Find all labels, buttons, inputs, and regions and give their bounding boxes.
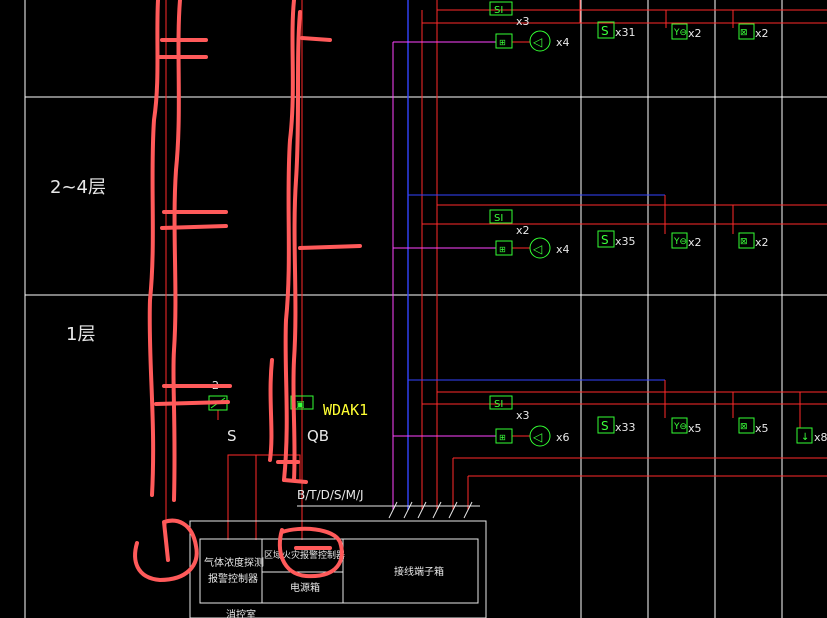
row-3-devices: SI x3 ⊞ ◁ x6 S x33 Y⊖ x5 ⊠ x5 ↓ x8 bbox=[489, 395, 827, 447]
control-room-label: 消控室 bbox=[226, 608, 256, 618]
speaker-icon bbox=[529, 425, 551, 447]
temp-count: x5 bbox=[688, 422, 702, 435]
svg-text:Y⊖: Y⊖ bbox=[673, 28, 687, 38]
extra-count: x8 bbox=[814, 431, 827, 444]
io-module-icon bbox=[495, 240, 513, 256]
speaker-icon bbox=[529, 237, 551, 259]
svg-text:⊠: ⊠ bbox=[740, 28, 748, 38]
svg-text:⊠: ⊠ bbox=[740, 422, 748, 432]
gas-controller-line2: 报警控制器 bbox=[208, 572, 258, 585]
smoke-count: x33 bbox=[615, 421, 636, 434]
vertical-risers bbox=[165, 0, 438, 540]
io-module-icon bbox=[495, 428, 513, 444]
si-label: SI bbox=[494, 213, 503, 224]
temp-count: x2 bbox=[688, 236, 702, 249]
smoke-detector-icon bbox=[597, 416, 615, 434]
manual-alarm-icon bbox=[738, 417, 755, 434]
io-module-icon bbox=[495, 33, 513, 49]
svg-text:◁: ◁ bbox=[532, 430, 542, 444]
qb-icon bbox=[290, 395, 314, 410]
floor-label-2-4: 2~4层 bbox=[50, 177, 106, 198]
power-box: 电源箱 bbox=[290, 581, 320, 594]
svg-text:⊠: ⊠ bbox=[740, 237, 748, 247]
gas-controller-line1: 气体浓度探测 bbox=[204, 556, 264, 569]
svg-text:⊞: ⊞ bbox=[499, 245, 506, 254]
fire-alarm-panel: 区域火灾报警控制器 bbox=[264, 549, 345, 561]
si-count: x3 bbox=[516, 15, 530, 28]
si-module-icon bbox=[489, 395, 513, 410]
temp-detector-icon bbox=[671, 232, 688, 249]
svg-text:▣: ▣ bbox=[296, 400, 305, 410]
temp-detector-icon bbox=[671, 23, 688, 40]
bus-label: B/T/D/S/M/J bbox=[297, 488, 364, 502]
smoke-count: x31 bbox=[615, 26, 636, 39]
svg-text:◁: ◁ bbox=[532, 35, 542, 49]
manual-alarm-icon bbox=[738, 232, 755, 249]
manual-alarm-icon bbox=[738, 23, 755, 40]
temp-detector-icon bbox=[671, 417, 688, 434]
si-count: x3 bbox=[516, 409, 530, 422]
svg-text:S: S bbox=[601, 24, 609, 38]
si-module-icon bbox=[489, 1, 513, 16]
svg-text:S: S bbox=[601, 419, 609, 433]
si-label: SI bbox=[494, 5, 503, 16]
svg-text:Y⊖: Y⊖ bbox=[673, 422, 687, 432]
floor-label-1: 1层 bbox=[66, 324, 95, 345]
wdak-label: WDAK1 bbox=[323, 401, 368, 419]
row-2-wiring bbox=[393, 194, 827, 249]
row-3-wiring bbox=[393, 379, 827, 510]
floor-grid bbox=[24, 0, 827, 618]
speaker-count: x4 bbox=[556, 36, 570, 49]
smoke-detector-icon bbox=[597, 230, 615, 248]
row-1-devices: SI x3 ⊞ ◁ x4 S x31 Y⊖ x2 ⊠ x2 bbox=[489, 1, 769, 52]
smoke-detector-icon bbox=[597, 21, 615, 39]
svg-text:⊞: ⊞ bbox=[499, 433, 506, 442]
speaker-count: x4 bbox=[556, 243, 570, 256]
bus-ticks bbox=[388, 501, 473, 519]
left-devices: 2 S ▣ WDAK1 QB bbox=[208, 379, 368, 540]
speaker-icon bbox=[529, 30, 551, 52]
svg-text:⊞: ⊞ bbox=[499, 38, 506, 47]
si-module-icon bbox=[489, 209, 513, 224]
smoke-count: x35 bbox=[615, 235, 636, 248]
manual-count: x2 bbox=[755, 236, 769, 249]
svg-text:◁: ◁ bbox=[532, 242, 542, 256]
terminal-box: 接线端子箱 bbox=[394, 565, 444, 578]
qb-label: QB bbox=[307, 427, 329, 445]
row-2-devices: SI x2 ⊞ ◁ x4 S x35 Y⊖ x2 ⊠ x2 bbox=[489, 209, 769, 259]
manual-count: x2 bbox=[755, 27, 769, 40]
svg-text:S: S bbox=[601, 233, 609, 247]
speaker-count: x6 bbox=[556, 431, 570, 444]
manual-count: x5 bbox=[755, 422, 769, 435]
extra-device-icon bbox=[796, 427, 813, 444]
svg-text:Y⊖: Y⊖ bbox=[673, 237, 687, 247]
temp-count: x2 bbox=[688, 27, 702, 40]
hand-annotation bbox=[133, 0, 362, 582]
row-1-wiring bbox=[393, 0, 827, 43]
si-label: SI bbox=[494, 399, 503, 410]
s-label: S bbox=[227, 427, 237, 445]
si-count: x2 bbox=[516, 224, 530, 237]
svg-text:↓: ↓ bbox=[801, 432, 809, 443]
